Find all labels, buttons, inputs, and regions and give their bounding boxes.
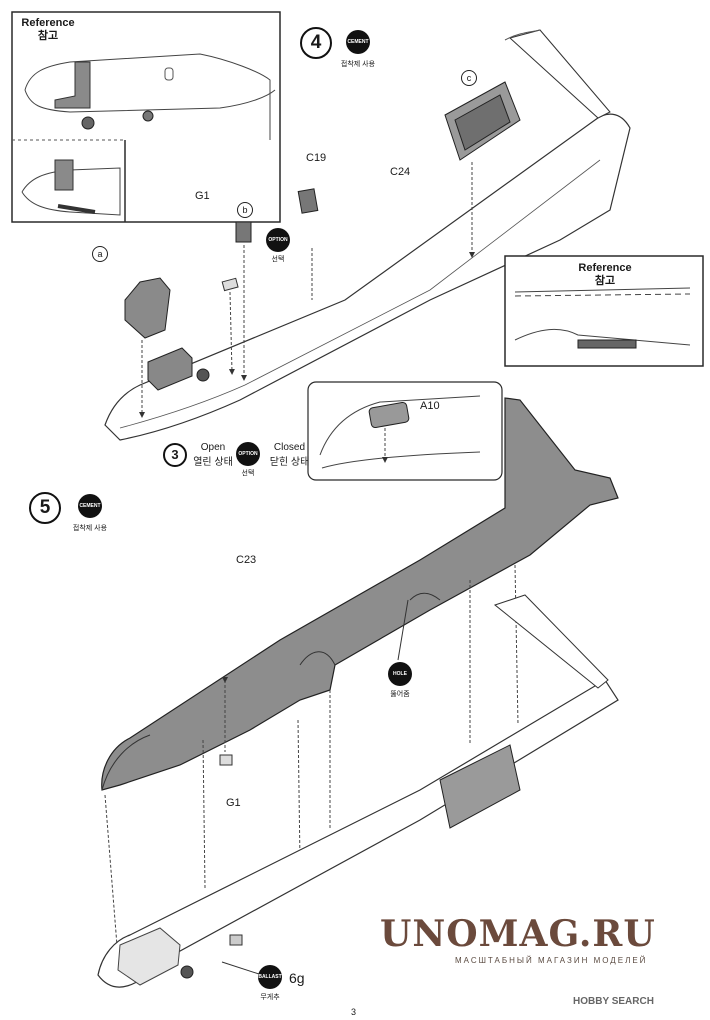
step-4-number: 4 <box>300 27 332 59</box>
door-open-en: Open <box>200 442 226 453</box>
ballast-caption: 무게추 <box>260 994 280 1001</box>
door-open-ko: 열린 상태 <box>193 457 233 468</box>
hole-badge: HOLE <box>388 662 412 686</box>
option-badge-b: OPTION <box>266 228 290 252</box>
door-closed-ko: 닫힌 상태 <box>269 457 310 468</box>
watermark-logo: UNOMAG.RU <box>380 913 656 955</box>
step-5-number: 5 <box>29 492 61 524</box>
option-badge-door: OPTION <box>236 442 260 466</box>
cement-caption-step5: 접착제 사용 <box>72 525 108 532</box>
hole-caption: 뚫어줌 <box>390 691 410 698</box>
ballast-weight: 6g <box>289 970 305 986</box>
reference-title-2: Reference 참고 <box>575 262 635 288</box>
ballast-badge: BALLAST <box>258 965 282 989</box>
reference-title-1: Reference 참고 <box>18 17 78 43</box>
watermark-tagline: МАСШТАБНЫЙ МАГАЗИН МОДЕЛЕЙ <box>455 956 648 965</box>
door-open-label: Open 열린 상태 <box>188 442 238 468</box>
cement-badge-step4: CEMENT <box>346 30 370 54</box>
part-label-g1-top: G1 <box>195 190 210 202</box>
option-caption-b: 선택 <box>271 256 285 263</box>
part-label-g1-bottom: G1 <box>226 797 241 809</box>
callout-b: b <box>237 202 253 218</box>
callout-c: c <box>461 70 477 86</box>
callout-a: a <box>92 246 108 262</box>
fuselage-c23 <box>101 397 619 959</box>
part-label-a10: A10 <box>420 400 440 412</box>
part-label-c23: C23 <box>236 554 257 566</box>
step-3-number: 3 <box>163 443 187 467</box>
reference-title-ko: 참고 <box>37 30 59 42</box>
reference-title-en: Reference <box>578 262 632 274</box>
fuselage-half-lower <box>97 594 619 988</box>
door-detail-box <box>307 381 503 481</box>
cement-caption-step4: 접착제 사용 <box>340 61 376 68</box>
reference-box-cockpit <box>11 11 281 223</box>
part-label-c19: C19 <box>306 152 327 164</box>
cement-badge-step5: CEMENT <box>78 494 102 518</box>
door-closed-label: Closed 닫힌 상태 <box>262 442 317 468</box>
page-number: 3 <box>351 1007 357 1017</box>
fuselage-half-c24 <box>104 29 631 441</box>
reference-box-fuselage <box>504 255 704 367</box>
reference-title-ko: 참고 <box>594 275 616 287</box>
option-caption-door: 선택 <box>241 470 255 477</box>
door-closed-en: Closed <box>273 442 306 453</box>
part-label-c24: C24 <box>390 166 411 178</box>
reference-title-en: Reference <box>21 17 75 29</box>
hobby-search-watermark: HOBBY SEARCH <box>573 996 654 1007</box>
